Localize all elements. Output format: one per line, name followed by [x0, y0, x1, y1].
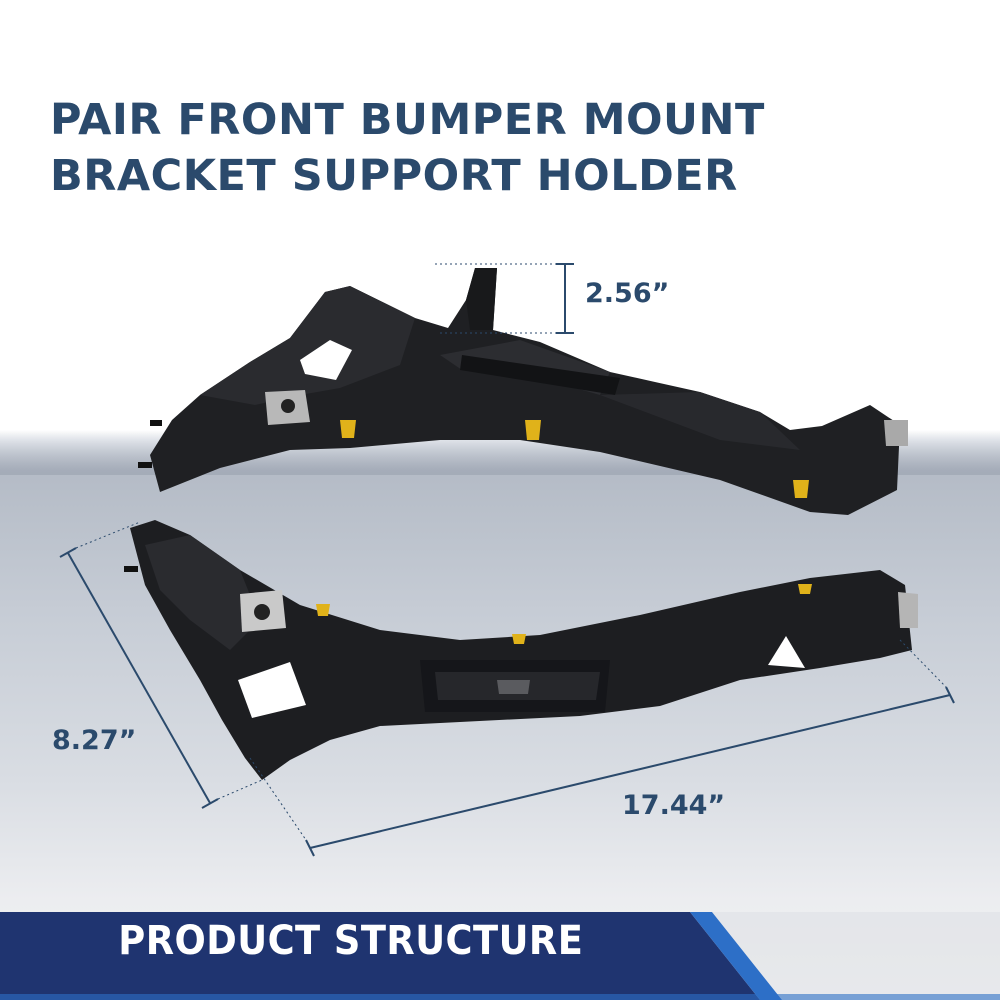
- page-title: PAIR FRONT BUMPER MOUNT BRACKET SUPPORT …: [50, 92, 765, 204]
- upper-yellow-clip-2: [525, 420, 541, 440]
- banner-background: [0, 912, 1000, 1000]
- product-structure-banner: PRODUCT STRUCTURE: [118, 918, 584, 964]
- lower-yellow-clip-3: [798, 584, 812, 594]
- width-dimension-label: 8.27”: [52, 725, 137, 756]
- lower-yellow-clip-2: [512, 634, 526, 644]
- lower-metal-clip-2: [898, 592, 918, 628]
- height-dimension-label: 2.56”: [585, 278, 670, 309]
- title-line-1: PAIR FRONT BUMPER MOUNT: [50, 95, 765, 145]
- length-dimension-label: 17.44”: [622, 790, 726, 821]
- upper-yellow-clip-3: [793, 480, 809, 498]
- upper-bracket: [138, 268, 908, 515]
- dimension-lines: [59, 263, 955, 857]
- upper-metal-clip-2: [884, 420, 908, 446]
- lower-yellow-clip-1: [316, 604, 330, 616]
- lower-bracket: [124, 520, 918, 780]
- upper-yellow-clip-1: [340, 420, 356, 438]
- title-line-2: BRACKET SUPPORT HOLDER: [50, 151, 738, 201]
